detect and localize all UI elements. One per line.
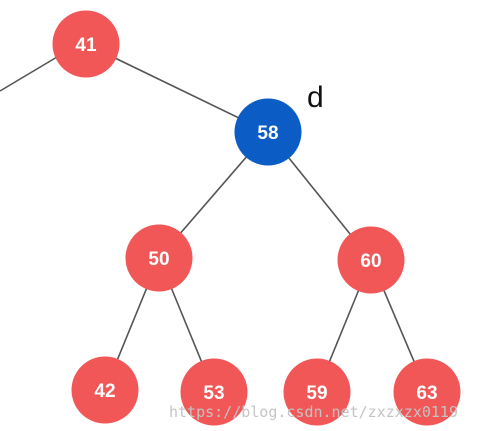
tree-node-60: 60 xyxy=(337,226,405,294)
tree-node-circle-50 xyxy=(125,224,193,292)
tree-node-59: 59 xyxy=(283,358,351,426)
tree-node-41: 41 xyxy=(52,10,120,78)
tree-node-label-58: 58 xyxy=(257,123,278,144)
tree-node-label-41: 41 xyxy=(75,35,97,56)
tree-node-label-63: 63 xyxy=(416,383,437,404)
tree-node-53: 53 xyxy=(180,358,248,426)
edge-41-58 xyxy=(85,43,269,133)
tree-node-label-59: 59 xyxy=(306,383,327,404)
edge-to-offscreen-left xyxy=(0,56,58,92)
tree-node-circle-59 xyxy=(283,358,351,426)
tree-node-circle-58 xyxy=(234,98,302,166)
tree-node-58: 58 xyxy=(234,98,302,166)
tree-node-label-42: 42 xyxy=(94,381,115,402)
nodes-layer: 41 58 50 60 42 53 59 63 xyxy=(52,10,461,426)
tree-node-63: 63 xyxy=(393,358,461,426)
watermark-text: https://blog.csdn.net/zxzxzx0119 xyxy=(169,403,458,421)
tree-node-label-60: 60 xyxy=(360,251,381,272)
tree-node-label-53: 53 xyxy=(203,383,224,404)
tree-node-50: 50 xyxy=(125,224,193,292)
tree-node-circle-53 xyxy=(180,358,248,426)
node-annotation-d: d xyxy=(307,81,324,114)
tree-node-circle-42 xyxy=(71,356,139,424)
tree-node-label-50: 50 xyxy=(148,249,169,270)
tree-node-circle-63 xyxy=(393,358,461,426)
tree-node-circle-60 xyxy=(337,226,405,294)
edges-layer xyxy=(0,43,428,393)
tree-node-circle-41 xyxy=(52,10,120,78)
tree-node-42: 42 xyxy=(71,356,139,424)
